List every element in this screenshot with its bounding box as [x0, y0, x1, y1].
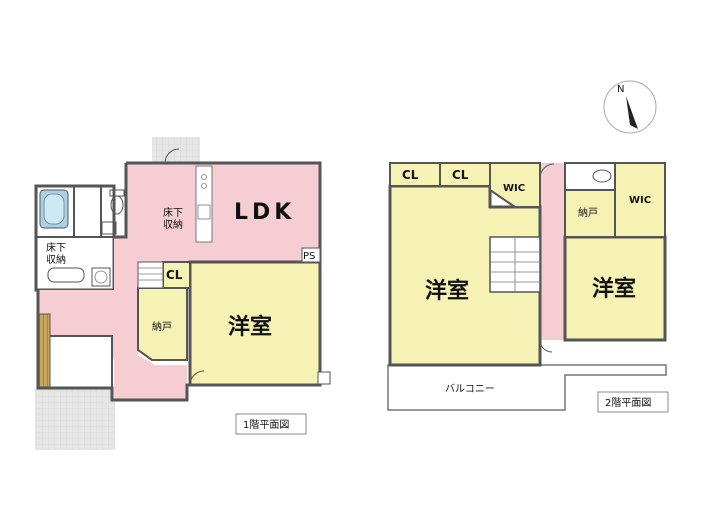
underfloor-wash-label-1: 床下: [46, 241, 66, 254]
underfloor-kitchen-label-1: 床下: [163, 206, 183, 219]
western-room-2f-right: [563, 235, 667, 342]
cl-label-2f-1: CL: [402, 168, 419, 182]
western-room-1f: [188, 260, 322, 387]
wic-2f-right: [614, 162, 666, 238]
ps-label: PS: [303, 251, 315, 262]
balcony-label: バルコニー: [445, 383, 495, 395]
ldk-label: LDK: [234, 200, 295, 225]
western-label-2f-left: 洋室: [425, 278, 469, 304]
terrace: [35, 388, 115, 450]
cl-label-2f-2: CL: [452, 168, 469, 182]
stairs-1f: [137, 261, 164, 289]
wic-label-2f-right: WIC: [629, 195, 651, 206]
western-label-2f-right: 洋室: [592, 276, 636, 302]
outdoor-sink-icon: [317, 371, 331, 385]
underfloor-kitchen-label-2: 収納: [163, 218, 183, 231]
storage-nando-2f: [564, 189, 616, 238]
storage-nando-1f: [137, 287, 188, 361]
nando-label-1f: 納戸: [152, 320, 172, 333]
balcony: [387, 364, 667, 411]
kitchen-counter: [195, 165, 213, 243]
floor1-plan: [34, 137, 331, 450]
floor2-caption-box: [597, 391, 669, 413]
entry-porch: [152, 137, 200, 163]
floor2-plan: [387, 162, 667, 411]
floor1-caption: 1階平面図: [243, 419, 289, 431]
compass-label: N: [617, 84, 624, 95]
wic-2f-left: [489, 162, 541, 208]
wic-label-2f-left: WIC: [503, 183, 525, 194]
floor1-caption-box: [235, 413, 307, 435]
pipe-space: [301, 247, 321, 263]
underfloor-wash-label-2: 収納: [46, 253, 66, 266]
cl-label-1f: CL: [166, 268, 183, 282]
wood-deck: [37, 313, 51, 389]
western-label-1f: 洋室: [228, 314, 272, 340]
north-arrow-icon: N: [603, 80, 657, 134]
floor2-caption: 2階平面図: [605, 397, 651, 409]
nando-label-2f: 納戸: [578, 206, 598, 219]
toilet-2f-icon: [592, 169, 612, 183]
